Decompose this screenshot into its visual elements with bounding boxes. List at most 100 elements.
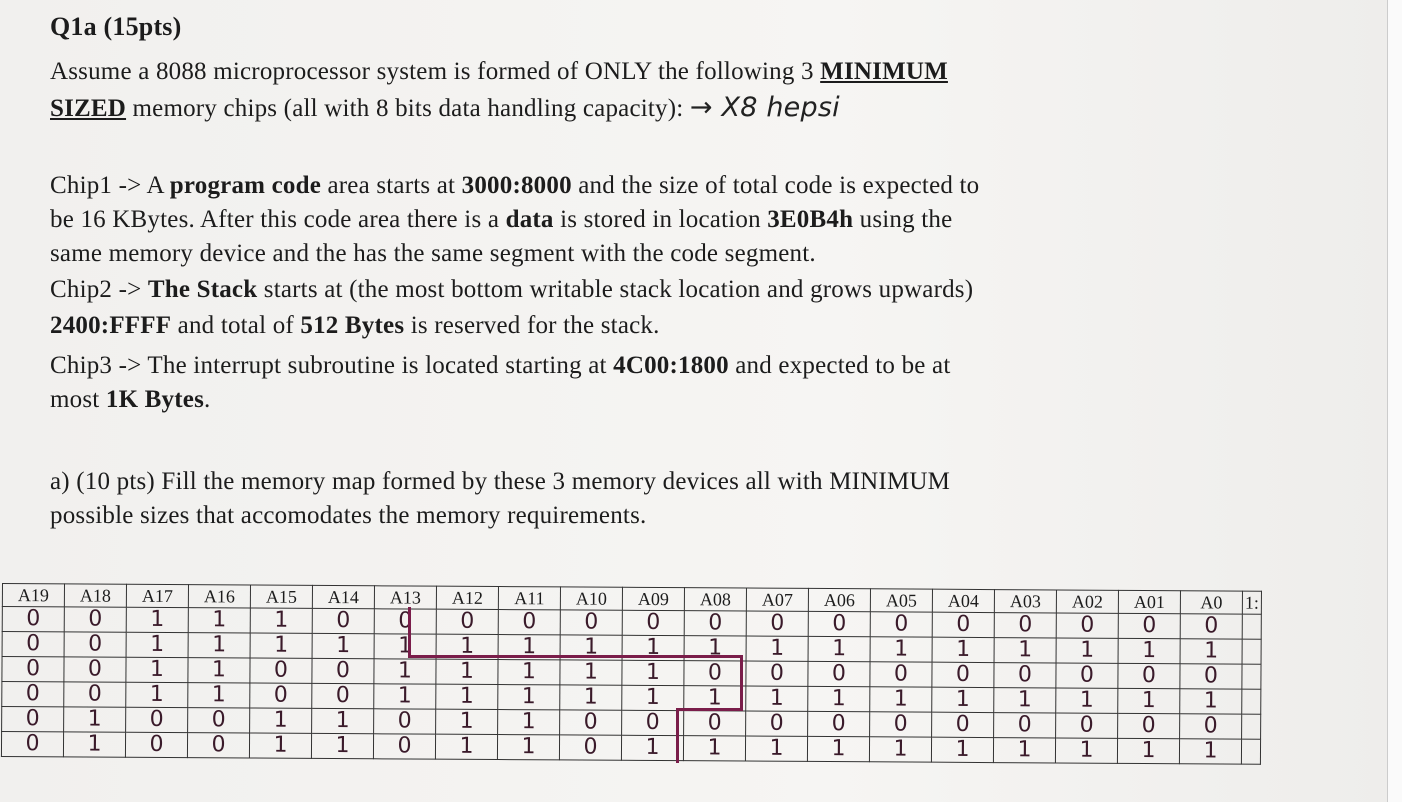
column-header: A08 <box>684 587 747 612</box>
bit-cell: 0 <box>869 661 933 688</box>
bit-cell: 0 <box>745 661 809 687</box>
bit-cell: 0 <box>373 708 436 735</box>
bit-cell: 0 <box>1 656 65 682</box>
bit-cell: 1 <box>621 660 685 686</box>
bit-cell: 0 <box>1056 613 1119 639</box>
text: The Stack <box>147 276 258 303</box>
bit-cell: 1 <box>683 735 746 762</box>
bit-cell: 0 <box>807 661 871 687</box>
bit-cell <box>1242 639 1262 665</box>
bit-cell: 1 <box>1179 688 1242 715</box>
bit-cell <box>1241 664 1262 690</box>
bit-cell: 0 <box>559 710 622 736</box>
bit-cell: 0 <box>1117 713 1180 739</box>
bit-cell: 1 <box>311 708 374 734</box>
bit-cell: 0 <box>249 683 312 709</box>
bit-cell: 1 <box>1055 738 1118 764</box>
text: 512 Bytes <box>300 312 405 339</box>
bit-cell: 0 <box>187 707 250 734</box>
text: Chip2 -> <box>50 276 148 303</box>
bit-cell: 1 <box>188 607 251 634</box>
text: most <box>50 386 106 413</box>
bit-cell: 0 <box>436 609 499 635</box>
bit-cell: 1 <box>559 685 622 711</box>
column-header: A0 <box>1180 590 1243 615</box>
text: and expected to be at <box>728 352 951 379</box>
text: data <box>505 206 554 233</box>
bit-cell: 1 <box>1117 688 1180 714</box>
bit-cell: 1 <box>497 709 560 735</box>
bit-cell: 1 <box>497 684 560 710</box>
column-header: A05 <box>870 588 933 613</box>
column-header: A09 <box>622 587 685 611</box>
chip1-line-1: Chip1 -> A program code area starts at 3… <box>50 172 979 200</box>
chip2-line-2: 2400:FFFF and total of 512 Bytes is rese… <box>50 312 660 340</box>
text: program code <box>169 172 322 199</box>
handwritten-divider <box>408 607 411 657</box>
text: and total of <box>171 312 301 339</box>
column-header: A04 <box>932 589 995 613</box>
bit-cell: 0 <box>373 733 436 760</box>
bit-cell: 0 <box>808 611 871 637</box>
bit-cell: 1 <box>63 732 126 758</box>
bit-cell: 1 <box>745 736 808 762</box>
column-header: A11 <box>498 586 561 610</box>
bit-cell <box>1241 714 1261 740</box>
bit-cell <box>1241 689 1261 715</box>
text: using the <box>853 206 953 233</box>
bit-cell: 0 <box>1 681 64 707</box>
bit-cell: 1 <box>993 687 1056 713</box>
bit-cell: 0 <box>125 732 188 758</box>
bit-cell: 0 <box>1 731 64 757</box>
bit-cell <box>1241 739 1261 765</box>
bit-cell: 0 <box>1180 613 1243 640</box>
chip3-line-2: most 1K Bytes. <box>50 386 210 414</box>
bit-cell: 1 <box>1118 638 1181 664</box>
bit-cell: 0 <box>684 610 747 637</box>
text: memory chips (all with 8 bits data handl… <box>126 95 684 122</box>
bit-cell: 1 <box>126 607 189 633</box>
bit-cell: 0 <box>559 735 622 761</box>
text: is reserved for the stack. <box>404 312 660 339</box>
bit-cell: 0 <box>311 683 374 709</box>
bit-cell: 0 <box>931 712 994 738</box>
bit-cell: 1 <box>870 636 933 663</box>
bit-cell: 0 <box>1117 663 1181 689</box>
bit-cell: 1 <box>931 737 994 763</box>
bit-cell: 0 <box>622 610 685 636</box>
bit-cell: 1 <box>932 637 995 663</box>
bit-cell: 1 <box>869 686 932 713</box>
bit-cell: 0 <box>1179 663 1243 690</box>
column-header: A02 <box>1056 589 1119 614</box>
column-header: A03 <box>994 589 1057 613</box>
bit-cell: 1 <box>187 657 251 684</box>
bit-cell: 0 <box>63 682 126 708</box>
bit-cell: 1 <box>621 685 684 711</box>
column-header: 1: <box>1242 591 1262 615</box>
bit-cell: 1 <box>126 632 189 658</box>
bit-cell: 1 <box>125 657 189 683</box>
column-header: A16 <box>188 584 251 609</box>
column-header: A17 <box>126 584 189 608</box>
text: . <box>204 386 211 413</box>
column-header: A07 <box>746 588 809 612</box>
bit-cell: 1 <box>931 687 994 713</box>
bit-cell: 1 <box>1055 688 1118 714</box>
column-header: A01 <box>1118 590 1181 614</box>
column-header: A13 <box>374 585 437 610</box>
column-header: A14 <box>312 585 375 609</box>
bit-cell: 1 <box>807 736 870 762</box>
bit-cell: 0 <box>2 606 65 632</box>
question-title: Q1a (15pts) <box>50 12 182 41</box>
part-a-line-1: a) (10 pts) Fill the memory map formed b… <box>50 468 951 495</box>
handwritten-divider <box>408 655 743 658</box>
bit-cell: 0 <box>311 658 375 684</box>
bit-cell: 0 <box>249 658 313 684</box>
text: area starts at <box>321 172 462 199</box>
text: 4C00:1800 <box>613 352 729 379</box>
text: starts at (the most bottom writable stac… <box>257 276 974 303</box>
bit-cell: 1 <box>435 734 498 760</box>
text: be 16 KBytes <box>50 206 189 233</box>
bit-cell: 0 <box>374 608 437 635</box>
